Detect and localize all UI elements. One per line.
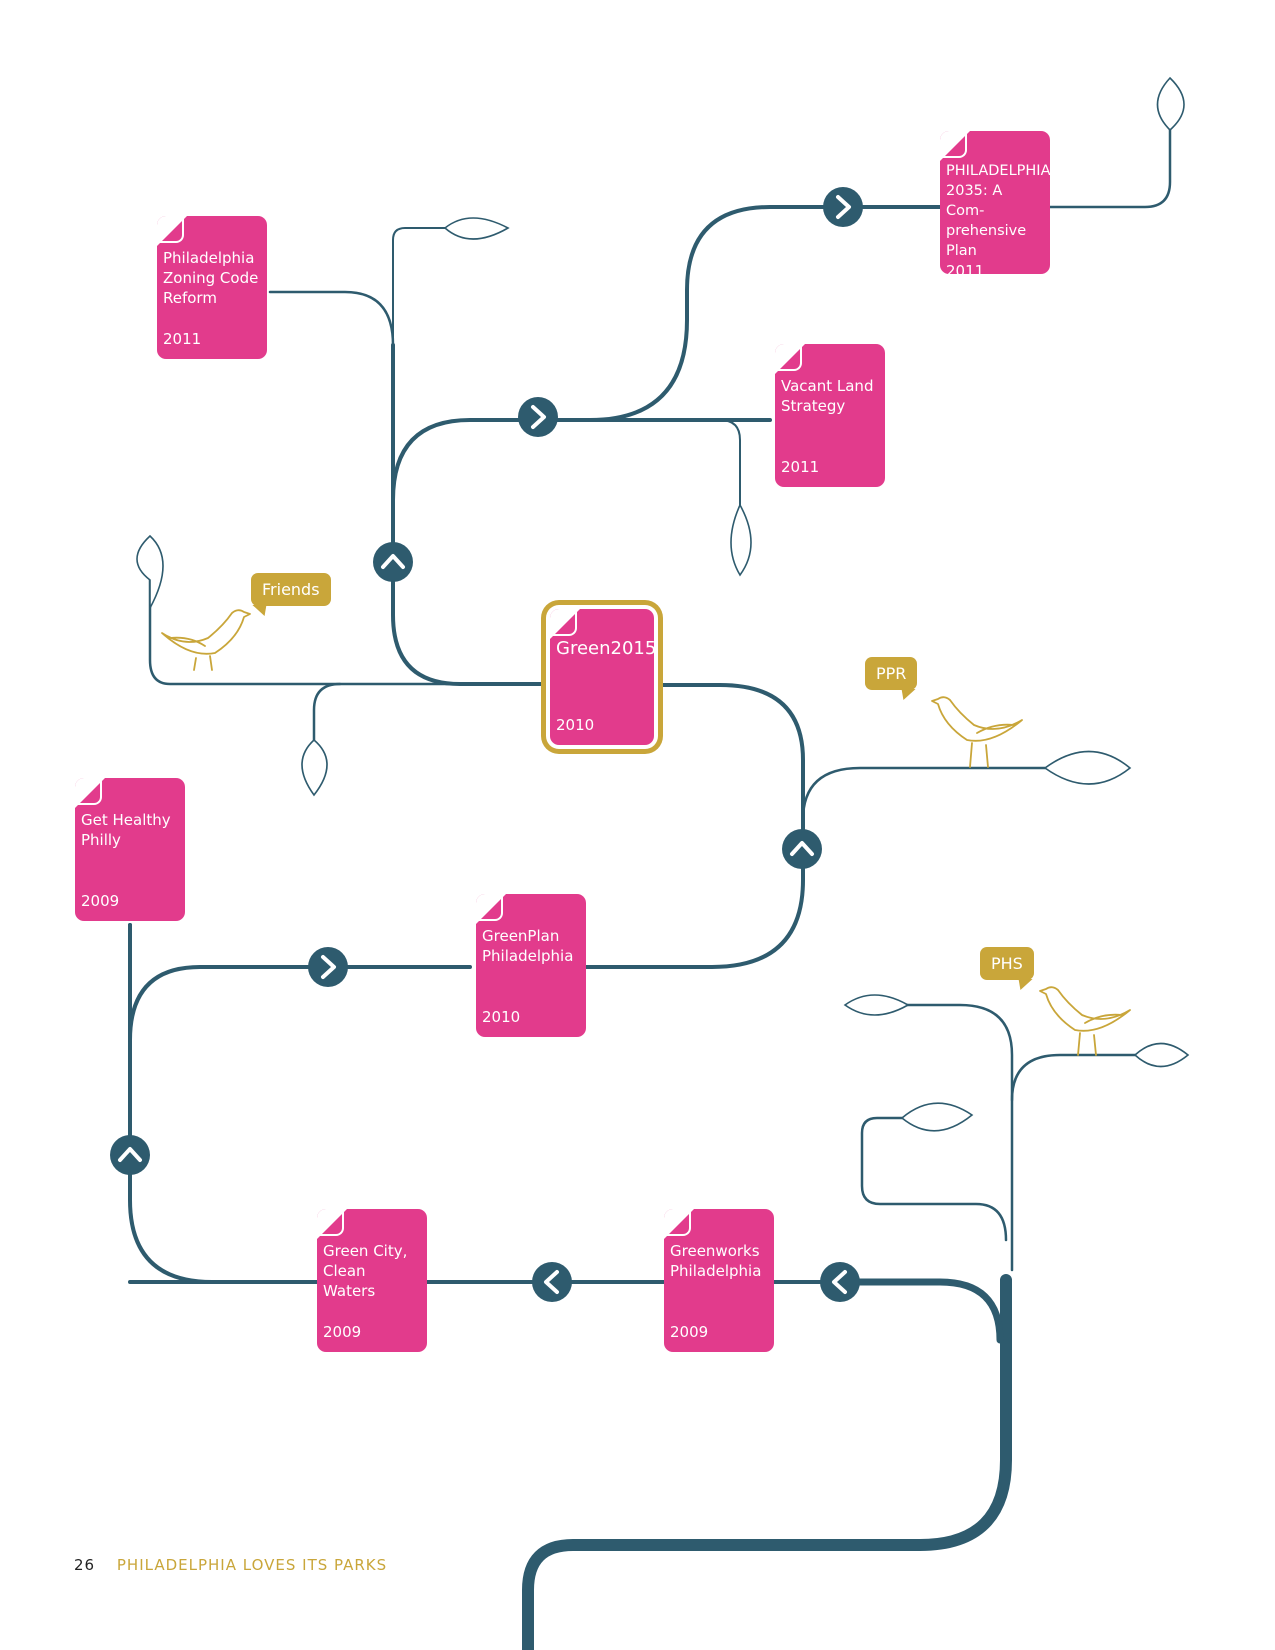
branch-main-up bbox=[391, 343, 544, 686]
card-title: Green2015 bbox=[556, 638, 657, 659]
card-title: Get Healthy Philly bbox=[81, 811, 171, 849]
chevron-right-icon bbox=[308, 947, 348, 987]
bird-icon bbox=[931, 696, 1023, 768]
chevron-up-icon bbox=[782, 829, 822, 869]
leaf-icon bbox=[730, 503, 752, 577]
leaf-icon bbox=[843, 994, 910, 1016]
card-get-healthy-philly: Get Healthy Philly 2009 bbox=[75, 778, 185, 921]
card-year: 2009 bbox=[670, 1323, 709, 1341]
branch-vacant-row bbox=[391, 418, 772, 502]
chevron-right-icon bbox=[518, 397, 558, 437]
card-title: Greenworks Philadelphia bbox=[670, 1242, 762, 1280]
card-year: 2010 bbox=[482, 1008, 521, 1026]
card-year: 2009 bbox=[323, 1323, 362, 1341]
card-greenworks-philadelphia: Greenworks Philadelphia 2009 bbox=[664, 1209, 774, 1352]
card-zoning-code-reform: Philadelphia Zoning Code Reform 2011 bbox=[157, 216, 267, 359]
leaf-icon bbox=[136, 534, 164, 609]
leaf-icon bbox=[900, 1102, 974, 1132]
bubble-friends: Friends bbox=[251, 573, 331, 606]
card-green-city-clean-waters: Green City, Clean Waters 2009 bbox=[317, 1209, 427, 1352]
chevron-right-icon bbox=[823, 187, 863, 227]
branch-ppr bbox=[801, 766, 1047, 822]
card-green2015: Green2015 2010 bbox=[550, 609, 657, 745]
branch-phs-a bbox=[888, 1003, 1014, 1272]
card-vacant-land-strategy: Vacant Land Strategy 2011 bbox=[775, 344, 885, 487]
branch-friends bbox=[148, 578, 544, 686]
branch-phila2035 bbox=[588, 205, 942, 422]
bird-icon bbox=[161, 609, 251, 671]
chevron-up-icon bbox=[110, 1135, 150, 1175]
branch-greenplan-right bbox=[583, 683, 805, 969]
card-year: 2009 bbox=[81, 892, 120, 910]
card-title: Vacant Land Strategy bbox=[781, 377, 874, 415]
card-title: Green City, Clean Waters bbox=[323, 1242, 408, 1300]
publication-title: PHILADELPHIA LOVES ITS PARKS bbox=[116, 1556, 388, 1574]
branch-left-vertical bbox=[128, 923, 214, 1284]
branch-zoning bbox=[268, 290, 395, 347]
branch-friends-leaf-down bbox=[312, 682, 342, 742]
bubble-ppr: PPR bbox=[865, 657, 918, 690]
card-philadelphia-2035: PHILADELPHIA 2035: A Com-prehensive Plan… bbox=[940, 131, 1051, 280]
branch-loop bbox=[860, 1116, 1008, 1242]
chevron-left-icon bbox=[820, 1262, 860, 1302]
branch-phila2035-leaf bbox=[1048, 128, 1172, 209]
chevron-left-icon bbox=[532, 1262, 572, 1302]
card-year: 2011 bbox=[781, 458, 820, 476]
card-year: 2011 bbox=[163, 330, 202, 348]
leaf-icon bbox=[301, 738, 328, 797]
branch-greenworks bbox=[836, 1278, 1004, 1344]
bubble-phs: PHS bbox=[980, 947, 1034, 980]
leaf-icon bbox=[1156, 76, 1185, 132]
branch-zoning-leaf bbox=[392, 227, 446, 346]
branch-phs-b bbox=[1010, 1053, 1137, 1102]
card-year: 2011 bbox=[946, 262, 985, 280]
leaf-icon bbox=[1133, 1042, 1190, 1068]
page-footer: 26 PHILADELPHIA LOVES ITS PARKS bbox=[74, 1556, 387, 1574]
branch-vacant-leaf bbox=[699, 419, 741, 506]
card-greenplan-philadelphia: GreenPlan Philadelphia 2010 bbox=[476, 894, 586, 1037]
branch-greenplan-row bbox=[128, 965, 472, 1042]
card-year: 2010 bbox=[556, 716, 595, 734]
trunk-path bbox=[522, 1274, 1012, 1650]
card-title: Philadelphia Zoning Code Reform bbox=[163, 249, 259, 307]
leaf-icon bbox=[1043, 750, 1132, 785]
card-title: GreenPlan Philadelphia bbox=[482, 927, 574, 965]
chevron-up-icon bbox=[373, 542, 413, 582]
card-title: PHILADELPHIA 2035: A Com-prehensive Plan bbox=[946, 163, 1051, 259]
bird-icon bbox=[1039, 986, 1131, 1056]
page-number: 26 bbox=[74, 1556, 96, 1574]
leaf-icon bbox=[443, 217, 510, 240]
